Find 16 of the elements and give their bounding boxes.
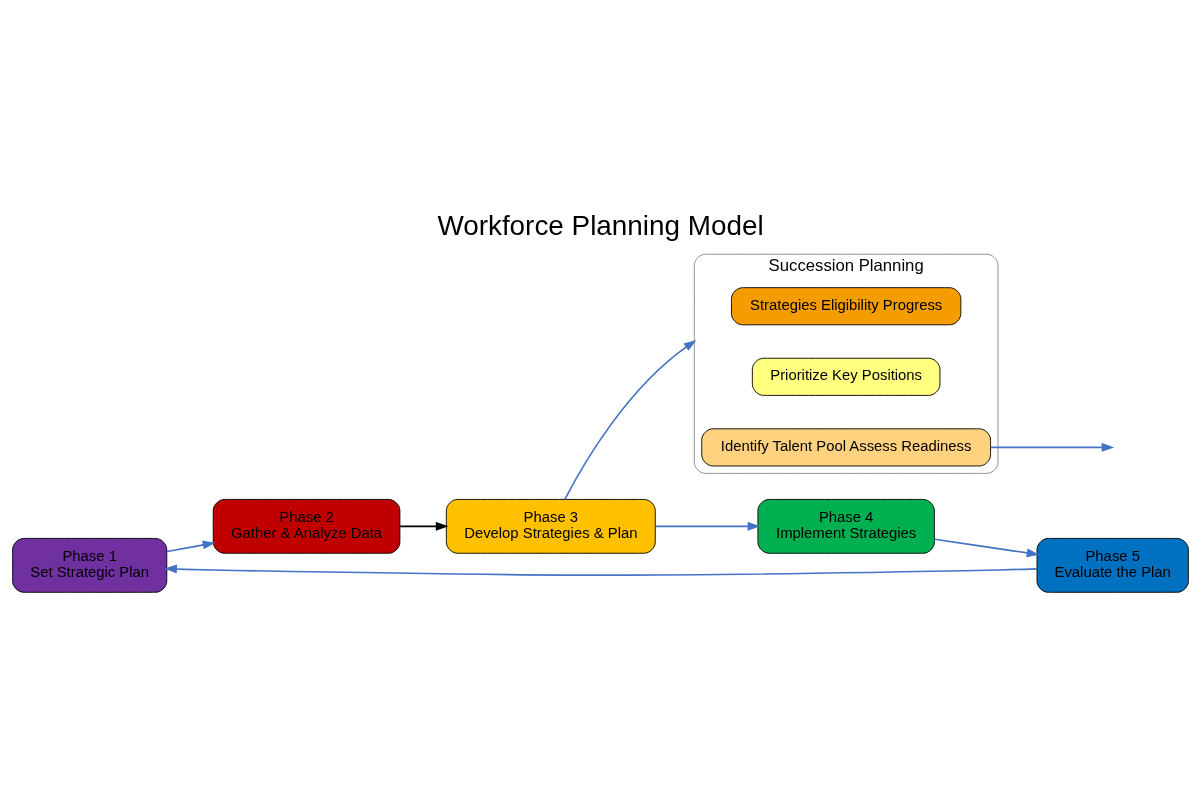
node-box: Phase 5 Evaluate the Plan	[1036, 537, 1189, 593]
node-box: Identify Talent Pool Assess Readiness	[701, 428, 992, 467]
node-box: Strategies Eligibility Progress	[731, 287, 962, 326]
arrow	[654, 521, 761, 531]
node-box: Phase 1 Set Strategic Plan	[12, 537, 168, 593]
arrow	[564, 340, 697, 501]
node-box: Phase 2 Gather & Analyze Data	[212, 498, 401, 554]
arrow	[164, 564, 1038, 576]
arrow	[399, 521, 449, 531]
arrow	[989, 442, 1115, 452]
node-box: Phase 3 Develop Strategies & Plan	[445, 498, 656, 554]
arrow	[933, 538, 1040, 558]
diagram-title: Workforce Planning Model	[437, 209, 764, 241]
node-box: Phase 4 Implement Strategies	[757, 498, 935, 554]
node-box: Prioritize Key Positions	[751, 357, 941, 396]
arrow	[166, 540, 216, 553]
